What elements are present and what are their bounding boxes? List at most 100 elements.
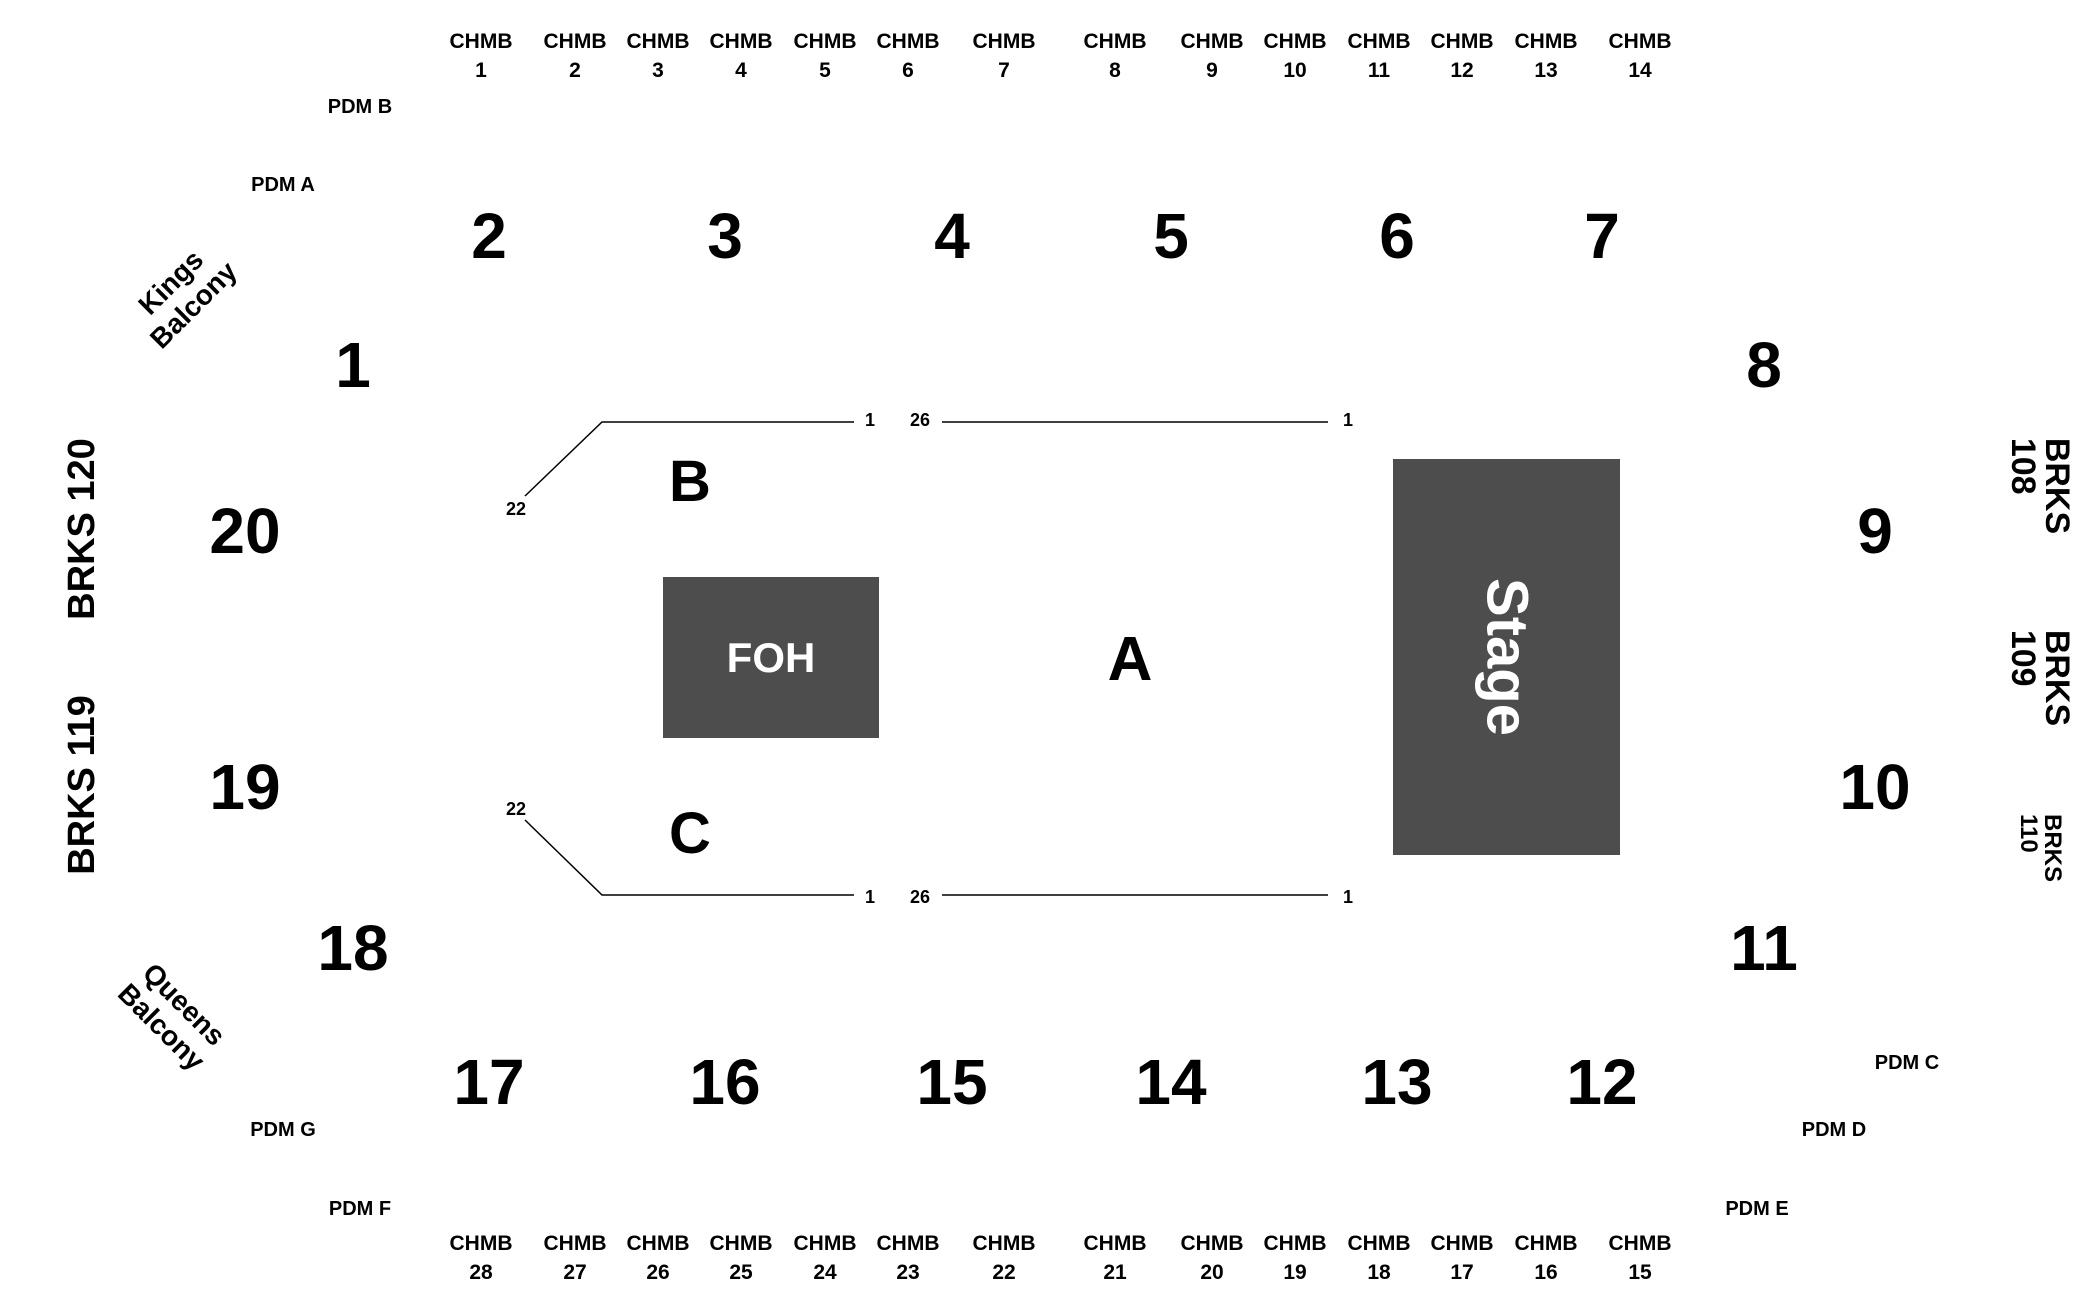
chmb-number: 16 <box>1534 1261 1558 1284</box>
floor-section-a[interactable]: A <box>1107 625 1153 694</box>
section-c-rail <box>524 819 854 896</box>
brks-108[interactable]: BRKS 108 <box>2004 437 2076 535</box>
chmb-prefix: CHMB <box>1263 30 1327 53</box>
chmb-21[interactable]: CHMB 21 <box>1084 1229 1147 1287</box>
chmb-22[interactable]: CHMB 22 <box>973 1229 1036 1287</box>
chmb-prefix: CHMB <box>793 1232 857 1255</box>
row-label-a-top-left: 26 <box>909 410 931 430</box>
section-2[interactable]: 2 <box>471 200 507 272</box>
chmb-number: 8 <box>1109 59 1121 82</box>
pdm-a[interactable]: PDM A <box>251 174 315 196</box>
section-4[interactable]: 4 <box>934 200 970 272</box>
brks-110[interactable]: BRKS 110 <box>2015 813 2066 883</box>
chmb-prefix: CHMB <box>449 1232 513 1255</box>
chmb-prefix: CHMB <box>1180 1232 1244 1255</box>
chmb-prefix: CHMB <box>1263 1232 1327 1255</box>
section-14[interactable]: 14 <box>1135 1046 1207 1118</box>
chmb-prefix: CHMB <box>1347 30 1411 53</box>
floor-section-b[interactable]: B <box>669 449 711 514</box>
section-7[interactable]: 7 <box>1584 200 1620 272</box>
chmb-prefix: CHMB <box>972 1232 1036 1255</box>
section-6[interactable]: 6 <box>1379 200 1415 272</box>
chmb-prefix: CHMB <box>1180 30 1244 53</box>
pdm-g[interactable]: PDM G <box>250 1119 316 1141</box>
section-10[interactable]: 10 <box>1839 751 1911 823</box>
chmb-number: 3 <box>652 59 664 82</box>
section-b-rail <box>524 421 854 497</box>
section-13[interactable]: 13 <box>1361 1046 1433 1118</box>
row-label-a-bottom-right: 1 <box>1342 887 1354 907</box>
pdm-e[interactable]: PDM E <box>1725 1198 1789 1220</box>
chmb-19[interactable]: CHMB 19 <box>1264 1229 1327 1287</box>
section-12[interactable]: 12 <box>1566 1046 1638 1118</box>
pdm-f[interactable]: PDM F <box>328 1198 392 1220</box>
chmb-prefix: CHMB <box>1514 30 1578 53</box>
section-16[interactable]: 16 <box>689 1046 761 1118</box>
row-label-b-start: 1 <box>864 410 876 430</box>
chmb-prefix: CHMB <box>1347 1232 1411 1255</box>
section-3[interactable]: 3 <box>707 200 743 272</box>
row-label-a-bottom-left: 26 <box>909 887 931 907</box>
section-18[interactable]: 18 <box>317 912 389 984</box>
chmb-prefix: CHMB <box>972 30 1036 53</box>
section-1[interactable]: 1 <box>335 329 371 401</box>
chmb-number: 22 <box>992 1261 1016 1284</box>
chmb-prefix: CHMB <box>626 30 690 53</box>
section-19[interactable]: 19 <box>209 751 281 823</box>
section-8[interactable]: 8 <box>1746 329 1782 401</box>
chmb-number: 21 <box>1103 1261 1127 1284</box>
pdm-c[interactable]: PDM C <box>1874 1052 1940 1074</box>
section-11[interactable]: 11 <box>1730 912 1798 984</box>
section-20[interactable]: 20 <box>209 495 281 567</box>
pdm-d[interactable]: PDM D <box>1801 1119 1867 1141</box>
chmb-3[interactable]: CHMB 3 <box>627 27 690 85</box>
chmb-24[interactable]: CHMB 24 <box>794 1229 857 1287</box>
chmb-prefix: CHMB <box>1608 1232 1672 1255</box>
brks-120[interactable]: BRKS 120 <box>61 438 103 620</box>
brks-119[interactable]: BRKS 119 <box>61 695 103 875</box>
chmb-prefix: CHMB <box>1083 1232 1147 1255</box>
foh-label: FOH <box>726 633 816 681</box>
chmb-number: 28 <box>469 1261 493 1284</box>
section-9[interactable]: 9 <box>1857 495 1893 567</box>
row-label-c-start: 1 <box>864 887 876 907</box>
chmb-prefix: CHMB <box>793 30 857 53</box>
chmb-prefix: CHMB <box>1430 30 1494 53</box>
section-17[interactable]: 17 <box>453 1046 525 1118</box>
stage: Stage <box>1393 459 1620 855</box>
chmb-number: 19 <box>1283 1261 1307 1284</box>
pdm-b[interactable]: PDM B <box>327 96 393 118</box>
section-15[interactable]: 15 <box>916 1046 988 1118</box>
chmb-number: 24 <box>813 1261 837 1284</box>
section-5[interactable]: 5 <box>1153 200 1189 272</box>
chmb-prefix: CHMB <box>709 1232 773 1255</box>
chmb-28[interactable]: CHMB 28 <box>450 1229 513 1287</box>
brks-109[interactable]: BRKS 109 <box>2004 629 2076 727</box>
chmb-prefix: CHMB <box>1608 30 1672 53</box>
floor-section-c[interactable]: C <box>669 801 711 866</box>
